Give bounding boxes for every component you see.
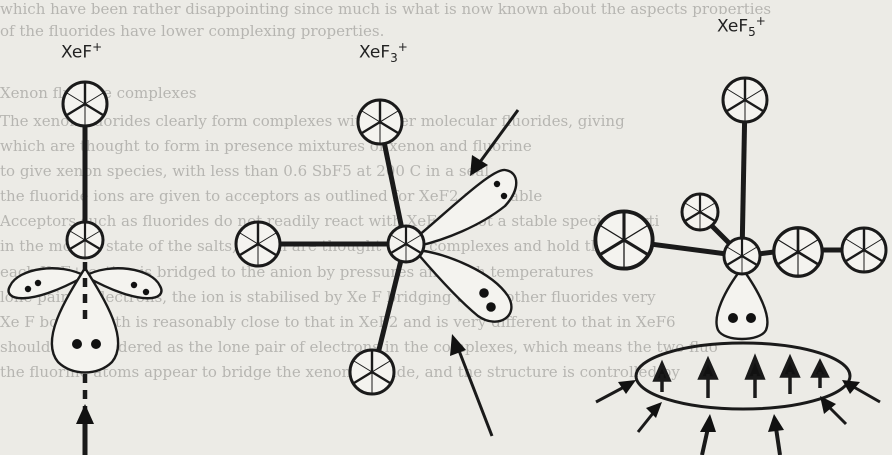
- electron-dot: [500, 192, 508, 200]
- fluorine-atom: [356, 98, 404, 146]
- electron-dot: [728, 313, 738, 323]
- inner-arrow: [744, 353, 766, 398]
- electron-dot: [493, 180, 501, 188]
- bg-line: of the fluorides have lower complexing p…: [0, 22, 385, 40]
- bg-line: should be considered as the lone pair of…: [0, 338, 718, 356]
- bg-line: which are thought to form in presence mi…: [0, 137, 532, 155]
- bg-line: to give xenon species, with less than 0.…: [0, 162, 490, 180]
- fluorine-atom: [61, 80, 109, 128]
- attack-arrow-head: [76, 404, 94, 424]
- outer-arrow-head: [842, 380, 860, 394]
- inner-arrow: [779, 353, 801, 394]
- xenon-atom: [65, 220, 105, 260]
- fluorine-atom: [234, 220, 282, 268]
- bg-line: Acceptors such as fluorides do not readi…: [0, 212, 660, 230]
- bg-line: which have been rather disappointing sin…: [0, 0, 772, 18]
- bg-line: the fluorine atoms appear to bridge the …: [0, 363, 680, 381]
- outer-arrows: [595, 380, 881, 455]
- bg-line: the fluoride ions are given to acceptors…: [0, 187, 543, 205]
- outer-arrow: [595, 384, 627, 404]
- fluorine-atom: [840, 226, 888, 274]
- xenon-atom: [722, 236, 762, 276]
- outer-arrow: [851, 384, 881, 404]
- approach-arrow-head: [450, 334, 466, 356]
- electron-dot: [34, 279, 42, 287]
- fluorine-atom: [348, 348, 396, 396]
- outer-arrow-head: [646, 402, 662, 418]
- electron-dot: [24, 285, 32, 293]
- xef5-plus-molecule: [593, 76, 888, 455]
- lone-pair-lobe-lower: [416, 248, 513, 323]
- electron-dot: [746, 313, 756, 323]
- outer-arrow-head: [618, 380, 636, 394]
- xef3-plus-molecule: [234, 98, 520, 437]
- electron-dot: [486, 302, 496, 312]
- inner-arrow: [810, 358, 830, 388]
- xe-f-bond: [739, 99, 748, 257]
- fluorine-atom: [593, 209, 655, 271]
- anion-ellipse: [634, 341, 852, 411]
- label-xef5-plus: XeF5+: [714, 14, 769, 40]
- electron-dot: [72, 339, 82, 349]
- electron-dot: [142, 288, 150, 296]
- xef-plus-molecule: [7, 80, 163, 455]
- xe-f-bond: [371, 243, 408, 371]
- inner-arrows: [652, 353, 830, 398]
- electron-dot: [479, 288, 489, 298]
- label-xef-plus: XeF+: [58, 40, 106, 63]
- outer-arrow-head: [700, 414, 716, 432]
- outer-arrow: [826, 404, 848, 426]
- lone-pair-lobe-bottom: [50, 265, 120, 374]
- approach-arrow-lower: [456, 347, 494, 437]
- approach-arrow-upper: [478, 109, 520, 163]
- outer-arrow-head: [768, 414, 784, 432]
- lone-pair-lobe-upper: [416, 168, 518, 248]
- outer-arrow: [774, 427, 782, 455]
- electron-dot: [130, 281, 138, 289]
- fluorine-atom: [680, 192, 720, 232]
- lone-pair-lobe: [715, 265, 769, 341]
- fluorine-atom: [772, 226, 824, 278]
- outer-arrow: [700, 427, 710, 455]
- electron-dot: [91, 339, 101, 349]
- lone-pair-lobe-right: [82, 267, 163, 300]
- inner-arrow: [652, 359, 672, 392]
- outer-arrow-head: [820, 396, 836, 414]
- approach-arrow-head: [470, 155, 488, 176]
- inner-arrow: [697, 355, 719, 398]
- xenon-atom: [386, 224, 426, 264]
- fluorine-atom: [721, 76, 769, 124]
- bg-line: The xenon fluorides clearly form complex…: [0, 112, 625, 130]
- label-xef3-plus: XeF3+: [356, 40, 411, 66]
- outer-arrow: [636, 411, 656, 433]
